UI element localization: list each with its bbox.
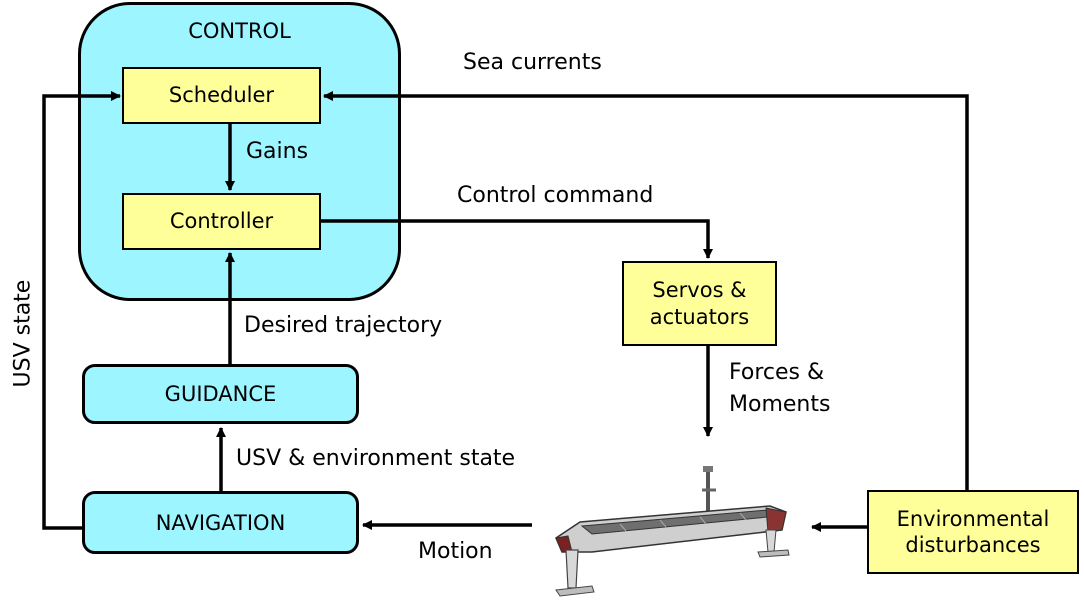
- navigation-label: NAVIGATION: [155, 510, 286, 535]
- disturbances-block: Environmental disturbances: [867, 490, 1079, 574]
- navigation-block: NAVIGATION: [82, 491, 359, 554]
- gains-label: Gains: [246, 139, 309, 164]
- disturbances-label: Environmental disturbances: [896, 506, 1050, 557]
- usv-state-arrow: [42, 91, 121, 530]
- sea-currents-arrow: [323, 91, 969, 490]
- controller-label: Controller: [169, 209, 274, 234]
- usv-env-state-label: USV & environment state: [236, 446, 516, 471]
- usv-vessel-icon: [555, 466, 790, 597]
- sea-currents-label: Sea currents: [463, 50, 602, 75]
- guidance-block: GUIDANCE: [82, 364, 359, 424]
- desired-trajectory-label: Desired trajectory: [244, 313, 443, 338]
- control-command-arrow: [321, 219, 713, 259]
- guidance-label: GUIDANCE: [164, 382, 277, 406]
- control-title: CONTROL: [188, 19, 291, 43]
- servos-label: Servos & actuators: [649, 278, 750, 329]
- servos-block: Servos & actuators: [622, 261, 777, 346]
- scheduler-block: Scheduler: [122, 67, 321, 124]
- usv-state-label: USV state: [10, 279, 36, 388]
- scheduler-label: Scheduler: [168, 83, 275, 108]
- control-container: CONTROL: [78, 2, 401, 301]
- controller-block: Controller: [122, 193, 321, 250]
- control-command-label: Control command: [457, 183, 654, 208]
- motion-label: Motion: [418, 539, 493, 564]
- forces-moments-label: Forces & Moments: [729, 360, 831, 417]
